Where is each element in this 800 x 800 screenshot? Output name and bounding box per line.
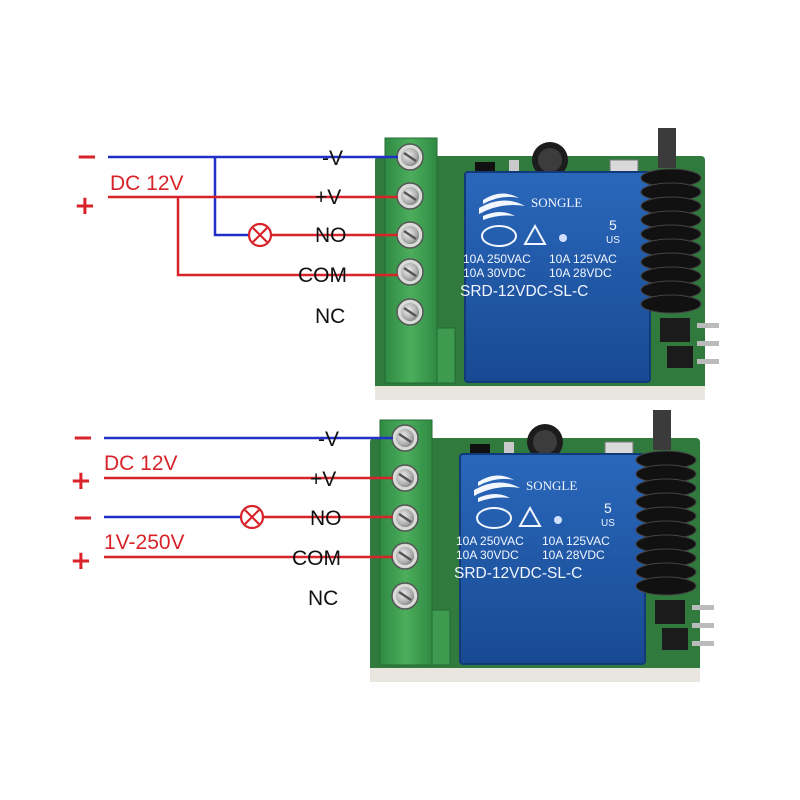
terminal-screw-icon bbox=[390, 541, 420, 571]
relay-rating: 10A 28VDC bbox=[549, 266, 612, 280]
load-negative-sign: − bbox=[72, 503, 94, 533]
wires bbox=[104, 436, 393, 559]
terminal-screw-icon bbox=[395, 257, 425, 287]
relay-brand: SONGLE bbox=[531, 195, 582, 210]
terminal-screw-icon bbox=[390, 503, 420, 533]
relay-rating: 10A 250VAC bbox=[456, 534, 524, 548]
load-positive-sign: + bbox=[70, 546, 92, 576]
negative-to-lamp-wire bbox=[213, 157, 248, 237]
relay-cert-mark: US bbox=[601, 518, 615, 529]
terminal-screw-icon bbox=[395, 181, 425, 211]
relay-rating: 10A 125VAC bbox=[549, 252, 617, 266]
relay-cert-number: 5 bbox=[609, 217, 617, 233]
lamp-icon bbox=[239, 504, 265, 530]
terminal-screw-icon bbox=[395, 220, 425, 250]
negative-sign: − bbox=[76, 142, 98, 172]
terminal-label-no: NO bbox=[310, 507, 342, 530]
terminal-label-neg: -V bbox=[318, 428, 339, 451]
negative-sign: − bbox=[72, 423, 94, 453]
positive-sign: + bbox=[74, 191, 96, 221]
relay-module bbox=[374, 127, 720, 401]
wires bbox=[108, 155, 398, 277]
terminal-screw-icon bbox=[390, 423, 420, 453]
terminal-screw-icon bbox=[390, 463, 420, 493]
relay-model: SRD-12VDC-SL-C bbox=[454, 565, 582, 582]
relay-brand: SONGLE bbox=[526, 478, 577, 493]
terminal-label-pos: +V bbox=[310, 468, 336, 491]
terminal-label-neg: -V bbox=[322, 147, 343, 170]
positive-to-com-wire bbox=[176, 197, 398, 277]
relay-rating: 10A 30VDC bbox=[463, 266, 526, 280]
terminal-screw-icon bbox=[395, 142, 425, 172]
relay-rating: 10A 30VDC bbox=[456, 548, 519, 562]
terminal-screw-icon bbox=[390, 581, 420, 611]
terminal-label-nc: NC bbox=[315, 305, 345, 328]
relay-cert-mark: US bbox=[606, 235, 620, 246]
terminal-label-nc: NC bbox=[308, 587, 338, 610]
terminal-label-no: NO bbox=[315, 224, 347, 247]
lamp-icon bbox=[247, 222, 273, 248]
terminal-label-com: COM bbox=[298, 264, 347, 287]
diagram-1: SONGLE 5 US 10A 250VAC 10A 30VDC 10A 125… bbox=[74, 127, 720, 401]
relay-rating: 10A 28VDC bbox=[542, 548, 605, 562]
positive-sign: + bbox=[70, 466, 92, 496]
relay-model: SRD-12VDC-SL-C bbox=[460, 283, 588, 300]
load-supply-label: 1V-250V bbox=[104, 531, 185, 554]
terminal-screw-icon bbox=[395, 297, 425, 327]
relay-rating: 10A 250VAC bbox=[463, 252, 531, 266]
relay-cert-number: 5 bbox=[604, 500, 612, 516]
supply-label: DC 12V bbox=[104, 452, 178, 475]
relay-module-art bbox=[374, 127, 720, 401]
diagram-2: SONGLE 5 US 10A 250VAC 10A 30VDC 10A 125… bbox=[70, 409, 715, 683]
supply-label: DC 12V bbox=[110, 172, 184, 195]
terminal-label-com: COM bbox=[292, 547, 341, 570]
relay-rating: 10A 125VAC bbox=[542, 534, 610, 548]
terminal-label-pos: +V bbox=[315, 186, 341, 209]
